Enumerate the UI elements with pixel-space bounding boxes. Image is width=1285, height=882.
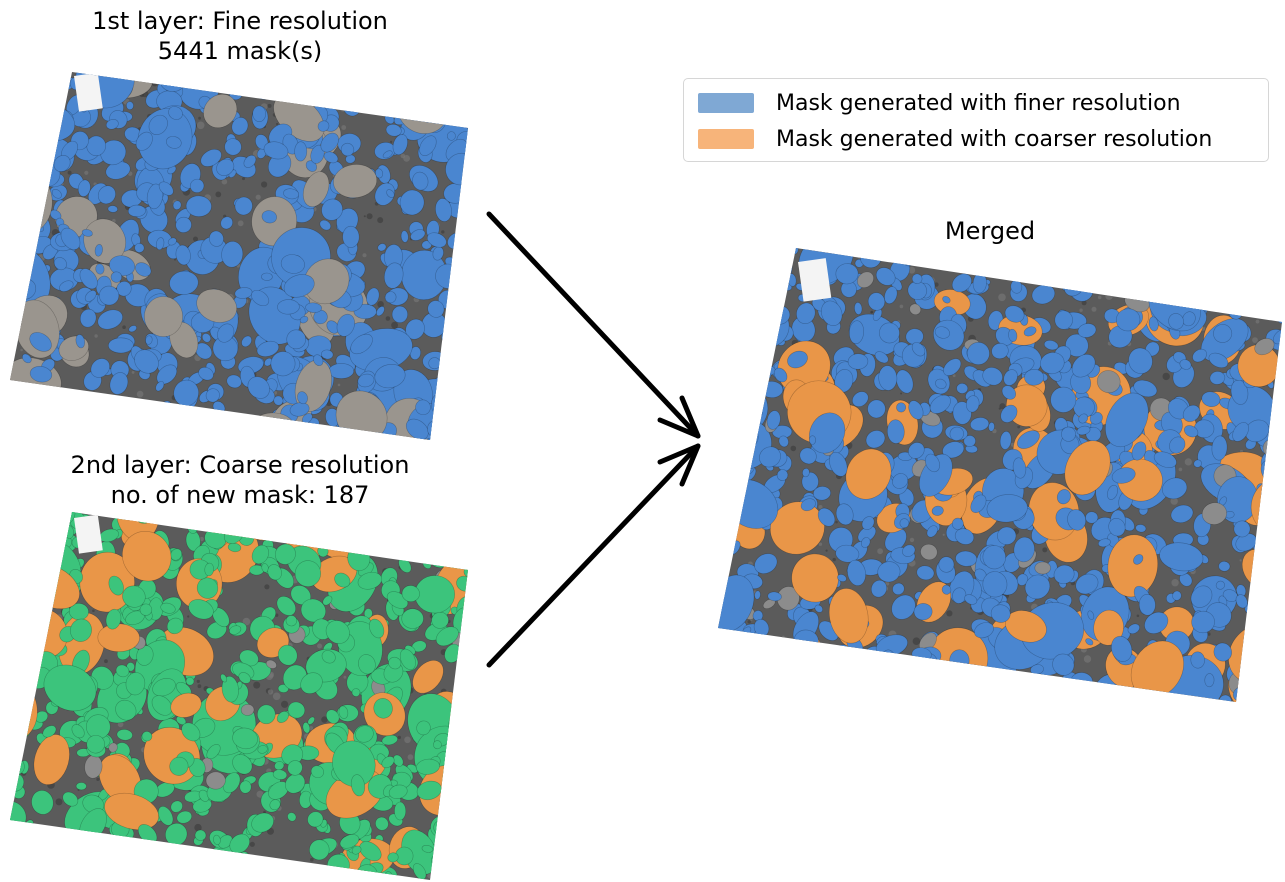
arrow-fine-to-merged-head xyxy=(657,395,701,439)
coarse-layer-title-line1: 2nd layer: Coarse resolution xyxy=(70,451,410,479)
fine-layer-mask-count: 5441 mask(s) xyxy=(157,37,323,65)
merged-title: Merged xyxy=(944,217,1036,245)
fine-layer-title: 1st layer: Fine resolution 5441 mask(s) xyxy=(40,6,440,66)
legend-item-coarser: Mask generated with coarser resolution xyxy=(698,124,1212,154)
merged-image xyxy=(718,248,1282,702)
legend-item-finer: Mask generated with finer resolution xyxy=(698,88,1181,118)
legend-swatch-coarser xyxy=(698,129,754,149)
legend-swatch-finer xyxy=(698,93,754,113)
arrow-coarse-to-merged-head xyxy=(657,443,701,487)
coarse-layer-new-mask-count: no. of new mask: 187 xyxy=(110,481,370,509)
legend-label-finer: Mask generated with finer resolution xyxy=(776,90,1181,116)
legend-label-coarser: Mask generated with coarser resolution xyxy=(776,126,1213,152)
coarse-layer-title: 2nd layer: Coarse resolution no. of new … xyxy=(30,450,450,510)
fine-layer-image xyxy=(10,72,468,440)
coarse-layer-image xyxy=(10,512,468,880)
arrow-fine-to-merged xyxy=(486,211,701,439)
fine-layer-title-line1: 1st layer: Fine resolution xyxy=(92,7,388,35)
arrow-coarse-to-merged xyxy=(486,443,701,668)
legend: Mask generated with finer resolution Mas… xyxy=(683,78,1269,162)
